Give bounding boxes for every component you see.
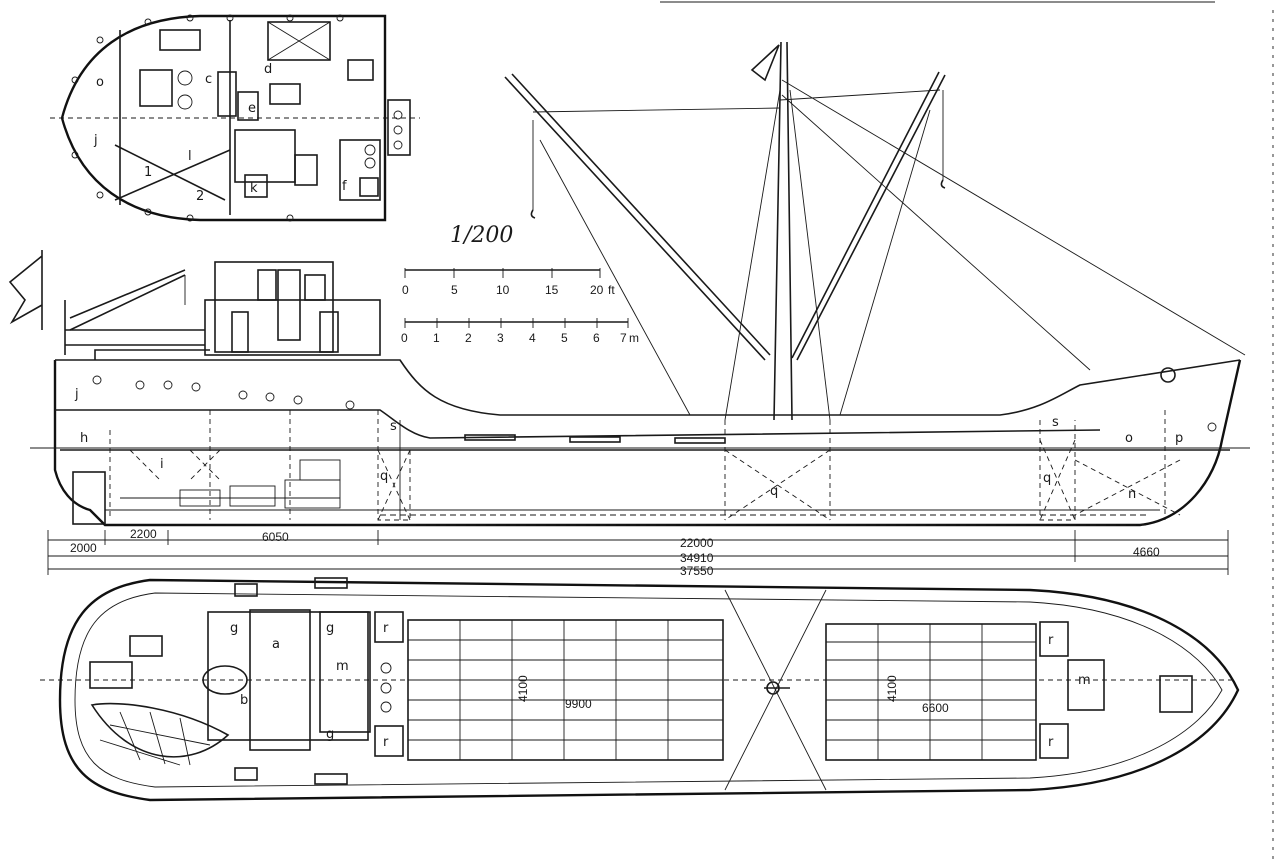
profile-label-q-1: q <box>380 469 388 484</box>
deck-dim-9900: 9900 <box>565 697 592 711</box>
stern-flag <box>8 250 43 330</box>
deck-label-r-2: r <box>383 735 389 750</box>
ft-tick-20: 20 <box>590 283 604 297</box>
profile-hull-outline <box>53 359 1242 527</box>
deck-label-a: a <box>272 637 280 652</box>
lifeboat <box>90 702 230 758</box>
deckhouse <box>204 299 381 356</box>
profile-view: j h i q s q s q o p n <box>8 250 1250 527</box>
plan-label-e: e <box>248 101 256 116</box>
m-tick-1: 1 <box>433 331 440 345</box>
deck-label-g-3: g <box>326 727 334 742</box>
deck-dim-6600: 6600 <box>922 701 949 715</box>
m-tick-5: 5 <box>561 331 568 345</box>
deck-plan: 4100 9900 4100 6600 g a g m b g r r r r … <box>40 577 1240 802</box>
m-tick-7: 7 <box>620 331 627 345</box>
m-tick-2: 2 <box>465 331 472 345</box>
cargo-hatch-fwd <box>825 623 1037 761</box>
dim-2200: 2200 <box>130 527 157 541</box>
dim-2000: 2000 <box>70 541 97 555</box>
ft-tick-5: 5 <box>451 283 458 297</box>
m-tick-3: 3 <box>497 331 504 345</box>
plan-label-1: 1 <box>144 165 152 180</box>
hatch-fwd-boards <box>826 624 1036 760</box>
dim-6050: 6050 <box>262 530 289 544</box>
dim-22000: 22000 <box>680 536 714 550</box>
profile-label-q-2: q <box>770 484 778 499</box>
cargo-hook-aft <box>530 209 536 219</box>
deck-label-g-2: g <box>326 621 334 636</box>
deck-label-b: b <box>240 693 248 708</box>
cargo-hatch-aft <box>407 619 724 761</box>
profile-label-p: p <box>1175 431 1183 446</box>
plan-label-k: k <box>250 181 258 196</box>
profile-label-s-1: s <box>390 419 397 434</box>
wheelhouse <box>214 261 334 353</box>
deck-label-m-2: m <box>1078 673 1091 688</box>
ft-unit: ft <box>608 283 615 297</box>
accommodation-plan: o c d e j l k f 1 2 <box>50 14 420 222</box>
m-tick-6: 6 <box>593 331 600 345</box>
mast-and-derricks <box>504 41 1246 421</box>
plan-label-f: f <box>342 179 347 194</box>
deck-hull-outline <box>58 578 1240 802</box>
m-tick-4: 4 <box>529 331 536 345</box>
plan-label-2: 2 <box>196 189 204 204</box>
dim-37550: 37550 <box>680 564 714 578</box>
cargo-hook-fwd <box>940 179 946 189</box>
profile-label-i: i <box>160 457 164 472</box>
m-unit: m <box>629 331 639 345</box>
deck-label-m-1: m <box>336 659 349 674</box>
plan-label-o: o <box>96 75 104 90</box>
profile-label-o: o <box>1125 431 1133 446</box>
dim-34910: 34910 <box>680 551 714 565</box>
deck-label-r-4: r <box>1048 735 1054 750</box>
mast <box>773 41 793 421</box>
scale-bar-metres: 0 1 2 3 4 5 6 7 m <box>401 318 639 345</box>
deck-dim-4100-aft: 4100 <box>516 675 530 702</box>
ft-tick-15: 15 <box>545 283 559 297</box>
profile-label-n: n <box>1128 487 1136 502</box>
plan-label-j: j <box>93 133 98 148</box>
stern-crane <box>69 269 186 331</box>
dimension-lines: 2000 2200 6050 22000 34910 37550 4660 <box>47 527 1229 578</box>
dim-4660: 4660 <box>1133 545 1160 559</box>
profile-label-q-3: q <box>1043 471 1051 486</box>
deck-label-g-1: g <box>230 621 238 636</box>
plan-label-d: d <box>264 62 272 77</box>
profile-sheer-line <box>55 359 1241 416</box>
hatch-aft-boards <box>408 620 723 760</box>
scale-bar-feet: 0 5 10 15 20 ft <box>402 268 615 297</box>
profile-label-j: j <box>74 387 79 402</box>
plan-label-c: c <box>205 72 212 87</box>
scale-label: 1/200 <box>450 223 513 248</box>
deck-label-r-3: r <box>1048 633 1054 648</box>
ft-tick-10: 10 <box>496 283 510 297</box>
rudder <box>72 471 106 525</box>
plan-label-l: l <box>188 149 192 164</box>
profile-label-h: h <box>80 431 88 446</box>
ft-tick-0: 0 <box>402 283 409 297</box>
deck-label-r-1: r <box>383 621 389 636</box>
mast-pennant <box>750 44 780 82</box>
derrick-aft <box>504 73 771 361</box>
m-tick-0: 0 <box>401 331 408 345</box>
derrick-fwd <box>791 71 946 361</box>
deck-dim-4100-fwd: 4100 <box>885 675 899 702</box>
profile-label-s-2: s <box>1052 415 1059 430</box>
